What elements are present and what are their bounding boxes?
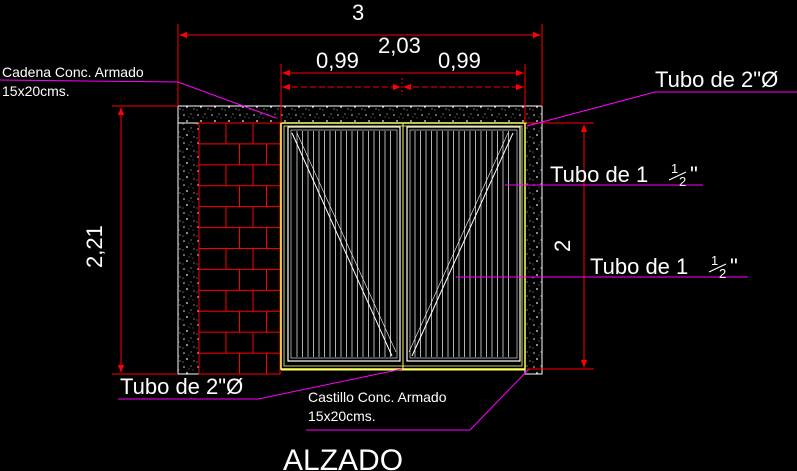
label-tubo-bottom: Tubo de 2"Ø (120, 374, 243, 399)
brick-wall (198, 122, 281, 375)
left-diagonal-brace (291, 132, 393, 357)
label-tubo-mid1-main: Tubo de 1 (550, 162, 648, 187)
label-tubo-mid1-den: 2 (679, 174, 686, 189)
label-castillo-line1: Castillo Conc. Armado (308, 389, 447, 405)
label-tubo-mid1: Tubo de 1 1 2 " (550, 161, 698, 189)
dimensions (112, 24, 594, 375)
gate-leaf-left (287, 126, 401, 362)
dim-overall-width-text: 3 (352, 0, 364, 25)
label-tubo-mid2: Tubo de 1 1 2 " (590, 253, 738, 281)
dimension-text: 3 2,03 0,99 0,99 2,21 2 (82, 0, 575, 268)
leader-tubo-top (526, 91, 797, 127)
dim-door-width-text: 2,03 (378, 33, 421, 58)
label-tubo-mid2-main: Tubo de 1 (590, 254, 688, 279)
label-castillo-line2: 15x20cms. (308, 408, 376, 424)
label-cadena-line2: 15x20cms. (2, 83, 70, 99)
dim-door-height-text: 2 (550, 240, 575, 252)
gate (280, 122, 526, 371)
right-diagonal-brace (411, 132, 514, 357)
leader-tubo-bottom (118, 368, 403, 400)
label-tubo-mid2-den: 2 (719, 266, 726, 281)
right-castillo (524, 122, 543, 375)
label-cadena-line1: Cadena Conc. Armado (2, 64, 144, 80)
label-tubo-mid2-num: 1 (711, 253, 718, 268)
label-tubo-mid1-suffix: " (690, 162, 698, 187)
gate-leaf-right (406, 126, 521, 362)
label-tubo-top: Tubo de 2"Ø (655, 67, 778, 92)
label-tubo-mid1-num: 1 (671, 161, 678, 176)
label-tubo-mid2-suffix: " (730, 254, 738, 279)
leader-castillo (306, 369, 529, 431)
leader-cadena (0, 79, 277, 119)
dim-right-leaf-text: 0,99 (438, 48, 481, 73)
leader-lines (0, 79, 797, 431)
dim-left-leaf-text: 0,99 (316, 48, 359, 73)
dim-overall-height-text: 2,21 (82, 225, 107, 268)
annotations: Cadena Conc. Armado 15x20cms. Tubo de 2"… (2, 64, 778, 471)
cadena-beam (177, 105, 543, 124)
left-castillo (177, 122, 200, 375)
drawing-title: ALZADO (283, 444, 403, 471)
